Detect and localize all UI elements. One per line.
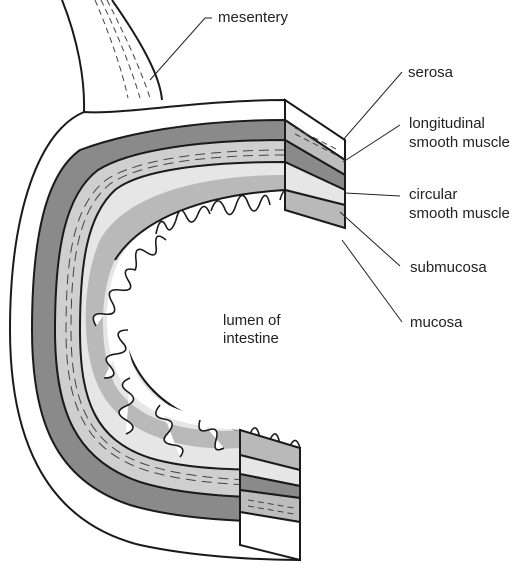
label-serosa: serosa [408, 64, 454, 81]
label-submucosa: submucosa [410, 259, 487, 276]
leader-mucosa [342, 240, 402, 322]
cut-face-bottom [240, 430, 300, 560]
label-longitudinal-line1: longitudinal [409, 115, 485, 132]
label-circular-line2: smooth muscle [409, 205, 510, 222]
leader-submucosa [340, 212, 400, 266]
cut-face-top [285, 100, 345, 228]
leader-circular [345, 193, 400, 196]
label-lumen-line1: lumen of [223, 312, 281, 329]
label-longitudinal-line2: smooth muscle [409, 134, 510, 151]
label-mesentery: mesentery [218, 9, 289, 26]
label-lumen-line2: intestine [223, 330, 279, 347]
label-mucosa: mucosa [410, 314, 463, 331]
label-circular-line1: circular [409, 186, 457, 203]
